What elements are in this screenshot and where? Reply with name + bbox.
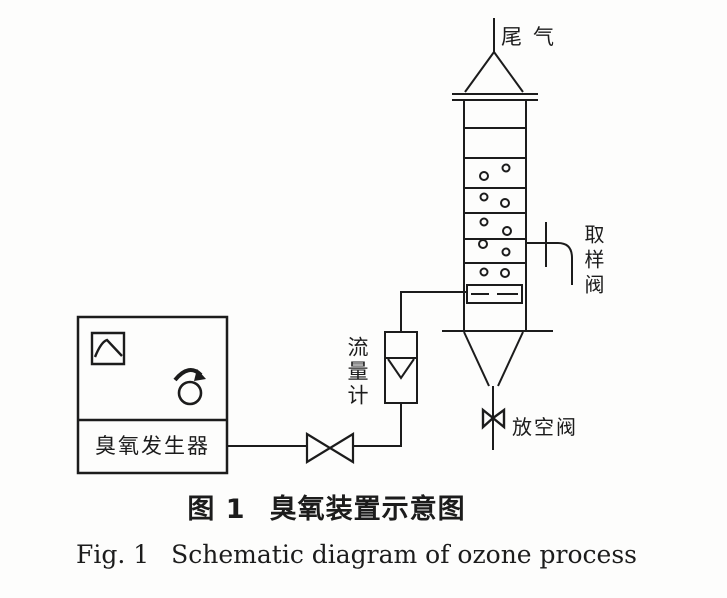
caption-en-title: Schematic diagram of ozone process: [171, 540, 638, 569]
ozone-process-schematic: [0, 0, 727, 480]
caption-en-number: Fig. 1: [75, 540, 150, 569]
generator-box: [78, 317, 227, 473]
caption-en: Fig. 1 Schematic diagram of ozone process: [0, 540, 713, 569]
bubbles: [479, 165, 511, 278]
tail-gas-label: 尾气: [501, 25, 565, 49]
sampling-valve-symbol: [526, 222, 572, 285]
caption-zh-number: 图 1: [187, 494, 246, 525]
column-tray-lines: [464, 128, 526, 263]
flow-meter-label: 流量计: [345, 336, 369, 408]
meter-icon: [92, 333, 124, 364]
pipe-flowmeter-to-valve: [352, 403, 401, 446]
inlet-pipe-top: [401, 292, 467, 332]
vent-valve-label: 放空阀: [512, 415, 578, 439]
vent-valve-symbol: [483, 410, 504, 427]
knob-icon: [175, 369, 206, 404]
caption-zh: 图 1 臭氧装置示意图: [0, 487, 653, 526]
feed-valve-symbol: [307, 434, 353, 462]
caption-zh-title: 臭氧装置示意图: [269, 494, 466, 525]
column-bottom-cone: [464, 332, 523, 386]
flow-meter-symbol: [385, 332, 417, 403]
column-top-flange: [452, 94, 538, 100]
gas-sparger: [467, 285, 522, 303]
sampling-valve-label: 取样阀: [581, 224, 605, 299]
column-shell: [464, 100, 526, 331]
ozone-generator-label: 臭氧发生器: [95, 434, 210, 458]
column-top-cone: [465, 52, 523, 92]
